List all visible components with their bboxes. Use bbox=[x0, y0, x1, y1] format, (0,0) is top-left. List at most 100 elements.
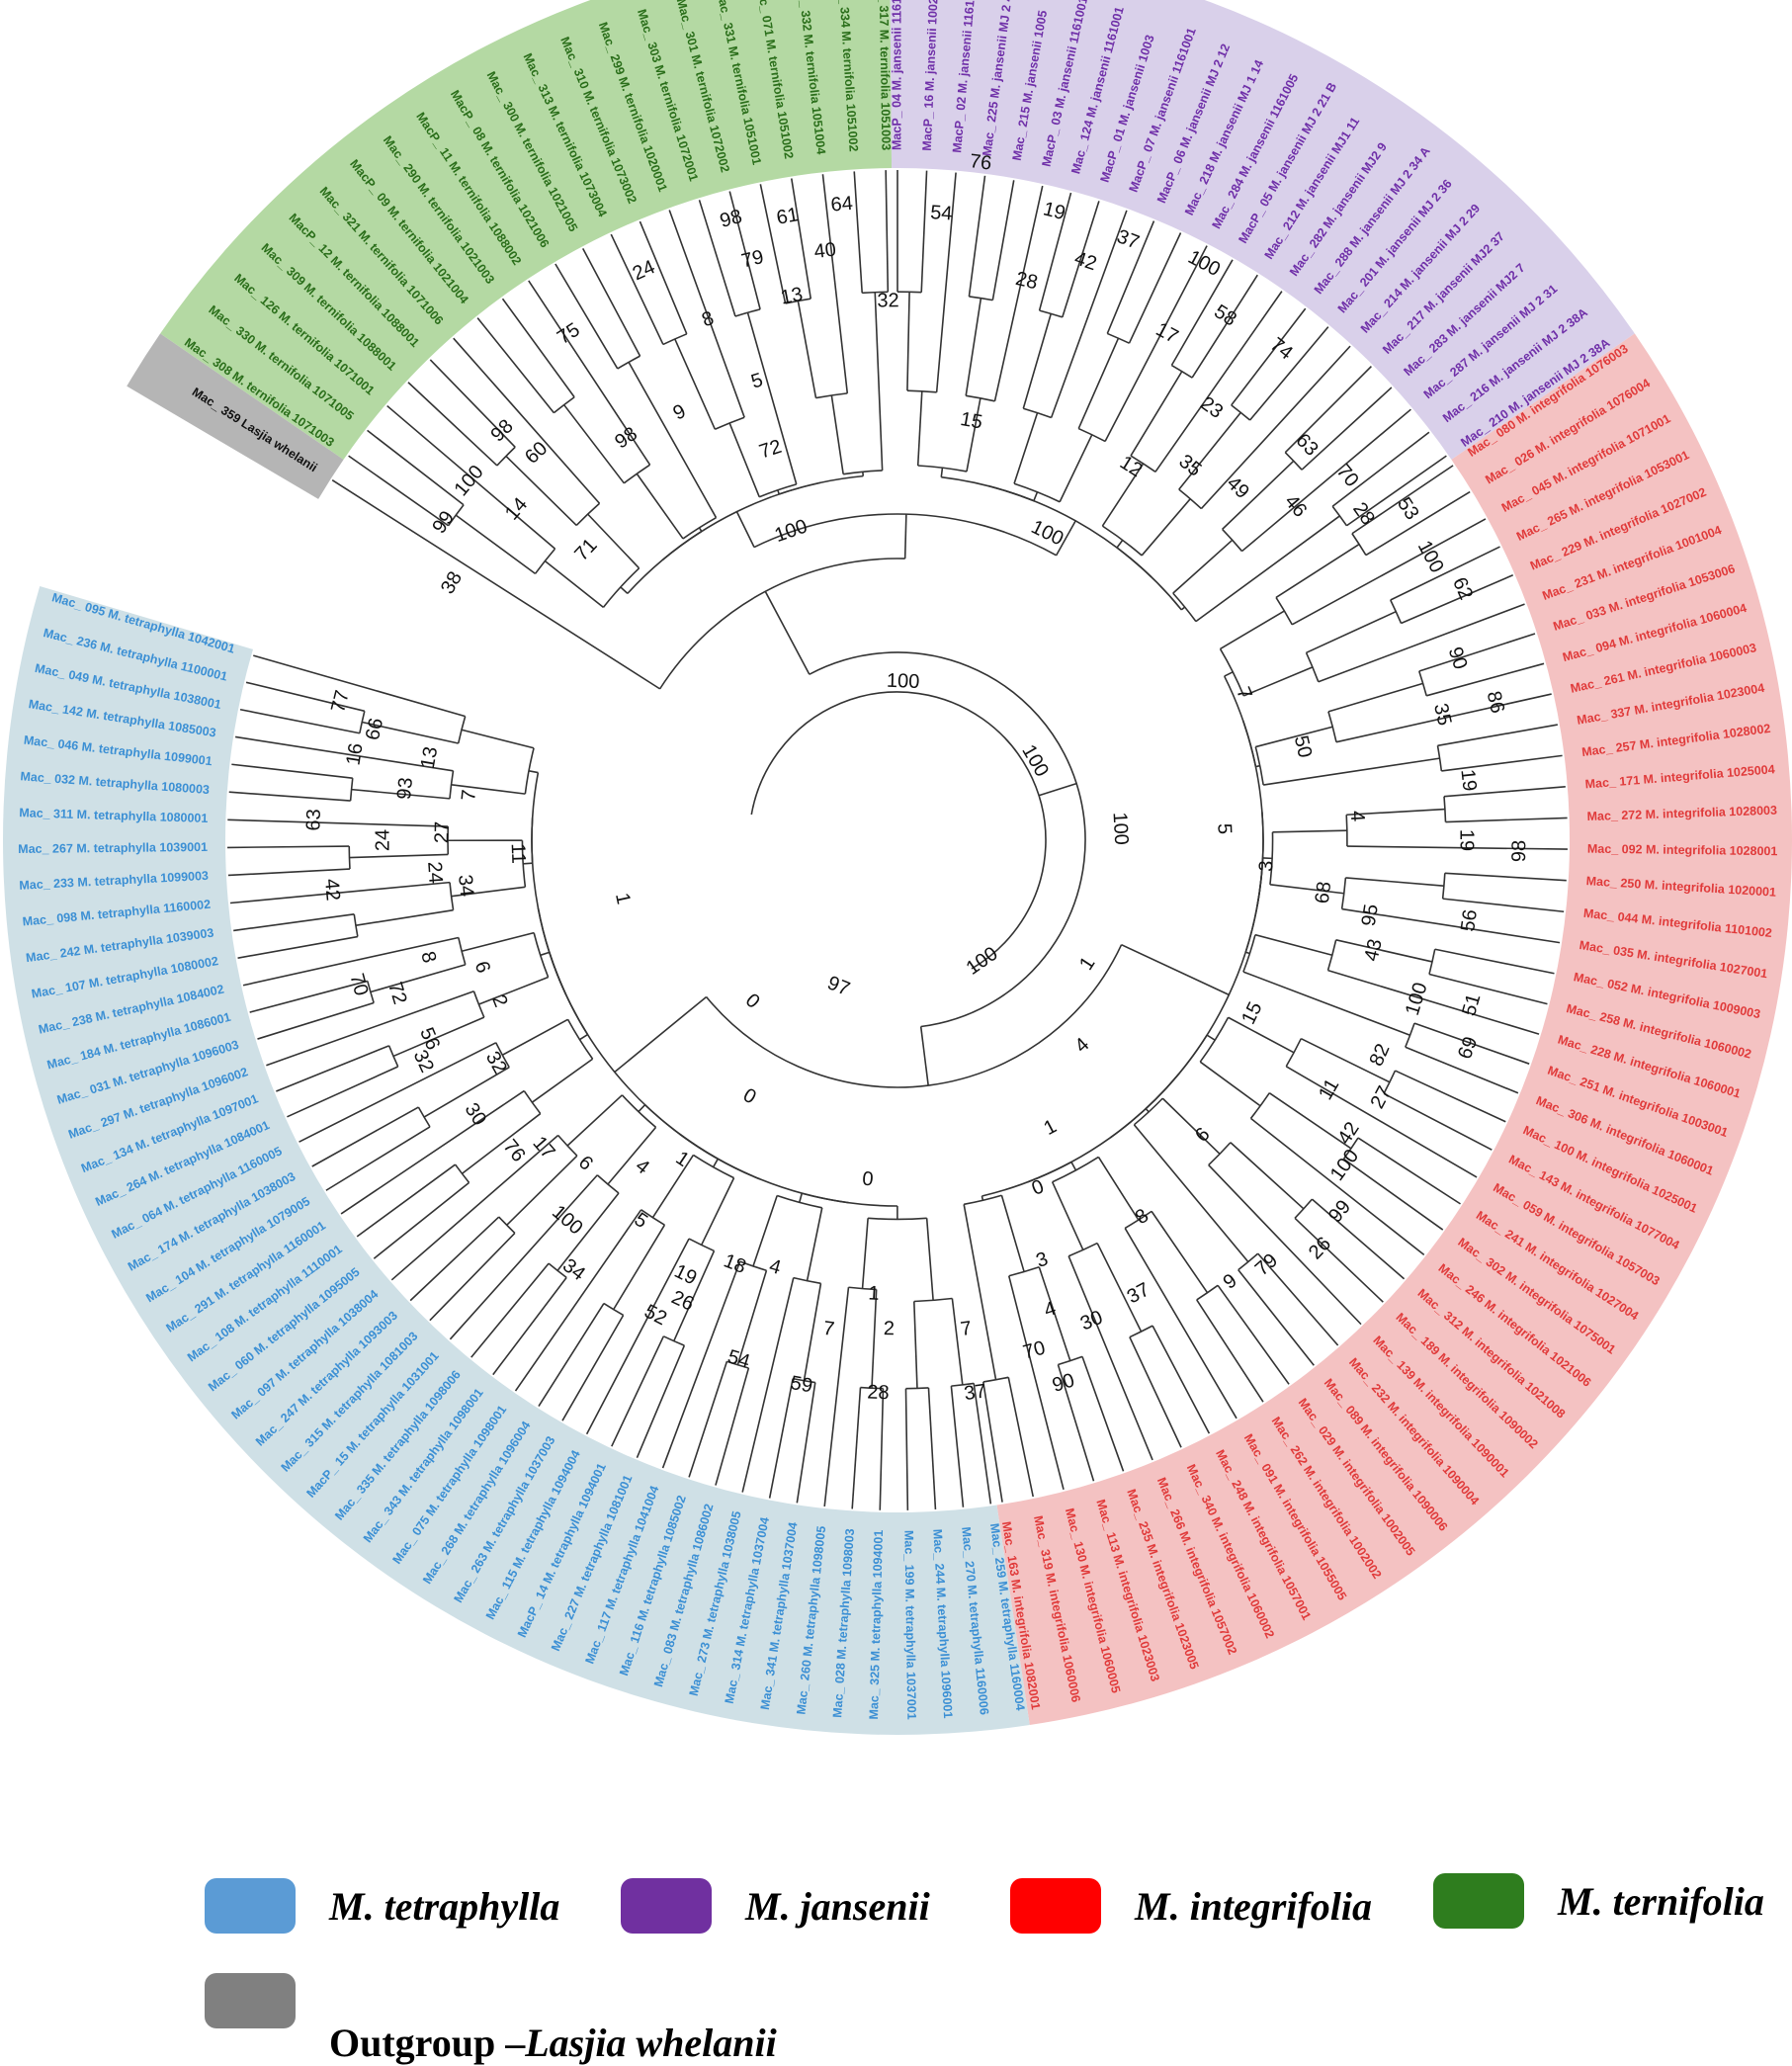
branch bbox=[541, 952, 550, 955]
support-value: 75 bbox=[554, 319, 584, 350]
branch bbox=[637, 473, 683, 539]
branch bbox=[639, 1105, 645, 1112]
legend-swatch-jansenii bbox=[621, 1878, 712, 1934]
branch bbox=[798, 301, 815, 397]
branch bbox=[493, 1277, 566, 1374]
branch bbox=[1441, 755, 1562, 771]
support-value: 3 bbox=[1255, 860, 1278, 873]
branch bbox=[1302, 387, 1392, 470]
branch bbox=[1200, 1062, 1260, 1106]
branch bbox=[1243, 972, 1410, 1035]
branch bbox=[928, 1388, 935, 1509]
branch bbox=[1130, 1337, 1181, 1448]
branch bbox=[615, 996, 707, 1072]
branch bbox=[1419, 634, 1535, 671]
branch bbox=[760, 184, 785, 303]
branch bbox=[1255, 935, 1332, 956]
branch bbox=[368, 430, 464, 504]
support-value: 4 bbox=[632, 1155, 653, 1178]
legend-outgroup-species: Lasjia whelanii bbox=[525, 2021, 777, 2065]
support-value: 66 bbox=[362, 716, 387, 741]
branch bbox=[1426, 663, 1544, 695]
support-value: 53 bbox=[1393, 493, 1423, 524]
support-value: 99 bbox=[1324, 1196, 1355, 1227]
support-value: 76 bbox=[969, 150, 993, 175]
support-value: 28 bbox=[867, 1382, 890, 1405]
branch bbox=[1429, 975, 1547, 1004]
branch bbox=[1122, 945, 1230, 995]
branch bbox=[1445, 873, 1567, 880]
branch bbox=[567, 1095, 622, 1146]
branch bbox=[1162, 1098, 1220, 1154]
support-value: 50 bbox=[1290, 733, 1316, 760]
support-value: 98 bbox=[486, 415, 517, 446]
support-value: 27 bbox=[431, 821, 453, 844]
branch bbox=[266, 991, 473, 1066]
branch bbox=[555, 264, 618, 369]
branch bbox=[702, 1178, 734, 1246]
branch bbox=[880, 1389, 883, 1510]
branch bbox=[1053, 1182, 1083, 1250]
support-value: 100 bbox=[887, 670, 920, 693]
support-value: 100 bbox=[963, 943, 1002, 980]
support-value: 9 bbox=[1220, 1270, 1241, 1294]
branch bbox=[831, 395, 843, 474]
legend-swatch-integrifolia bbox=[1010, 1878, 1101, 1934]
branch bbox=[886, 170, 888, 292]
branch bbox=[1152, 1326, 1209, 1433]
branch bbox=[462, 933, 534, 952]
legend-item-ternifolia: M. ternifolia bbox=[1433, 1873, 1764, 1929]
branch bbox=[1125, 1228, 1237, 1418]
branch bbox=[374, 1182, 469, 1258]
support-value: 99 bbox=[428, 507, 459, 538]
support-value: 49 bbox=[1223, 473, 1253, 503]
branch bbox=[992, 180, 1013, 300]
branch bbox=[477, 318, 554, 413]
branch bbox=[907, 292, 909, 390]
support-value: 77 bbox=[327, 688, 354, 715]
support-value: 0 bbox=[741, 990, 764, 1013]
branch bbox=[1131, 372, 1182, 456]
support-value: 32 bbox=[877, 290, 899, 311]
support-value: 5 bbox=[631, 1209, 652, 1233]
support-value: 97 bbox=[824, 972, 853, 1000]
support-value: 11 bbox=[1315, 1076, 1343, 1104]
support-value: 27 bbox=[1366, 1082, 1396, 1112]
support-value: 11 bbox=[507, 843, 530, 865]
branch bbox=[312, 1107, 419, 1166]
branch bbox=[1105, 246, 1207, 442]
branch bbox=[1117, 540, 1123, 548]
support-value: 24 bbox=[423, 861, 446, 885]
support-value: 59 bbox=[789, 1372, 814, 1398]
branch bbox=[941, 468, 942, 476]
support-value: 19 bbox=[1456, 768, 1480, 792]
support-value: 7 bbox=[959, 1318, 973, 1340]
branch bbox=[637, 1345, 684, 1458]
branch bbox=[562, 1315, 624, 1420]
support-value: 0 bbox=[861, 1168, 874, 1191]
support-value: 1 bbox=[868, 1282, 880, 1305]
support-value: 100 bbox=[1326, 1146, 1363, 1185]
branch bbox=[918, 391, 922, 466]
support-value: 2 bbox=[487, 991, 512, 1010]
support-value: 30 bbox=[1077, 1307, 1106, 1335]
branch bbox=[1358, 1138, 1460, 1204]
branch bbox=[408, 383, 497, 466]
branch bbox=[1229, 1017, 1294, 1053]
branch-arc bbox=[1117, 548, 1181, 610]
branch bbox=[621, 587, 628, 593]
branch bbox=[349, 854, 448, 857]
support-value: 90 bbox=[1444, 645, 1472, 672]
branch bbox=[1328, 971, 1540, 1035]
branch bbox=[770, 1379, 794, 1499]
branch bbox=[905, 1389, 907, 1510]
leaf-label-tetraphylla: Mac_ 267 M. tetraphylla 1039001 bbox=[18, 840, 208, 856]
support-value: 6 bbox=[574, 1152, 597, 1175]
branch-arc bbox=[1243, 721, 1263, 905]
branch bbox=[629, 362, 716, 517]
legend-item-jansenii: M. jansenii bbox=[621, 1878, 930, 1934]
support-value: 93 bbox=[393, 776, 417, 800]
support-value: 35 bbox=[1429, 701, 1455, 728]
branch bbox=[1014, 413, 1037, 484]
branch bbox=[588, 514, 640, 568]
